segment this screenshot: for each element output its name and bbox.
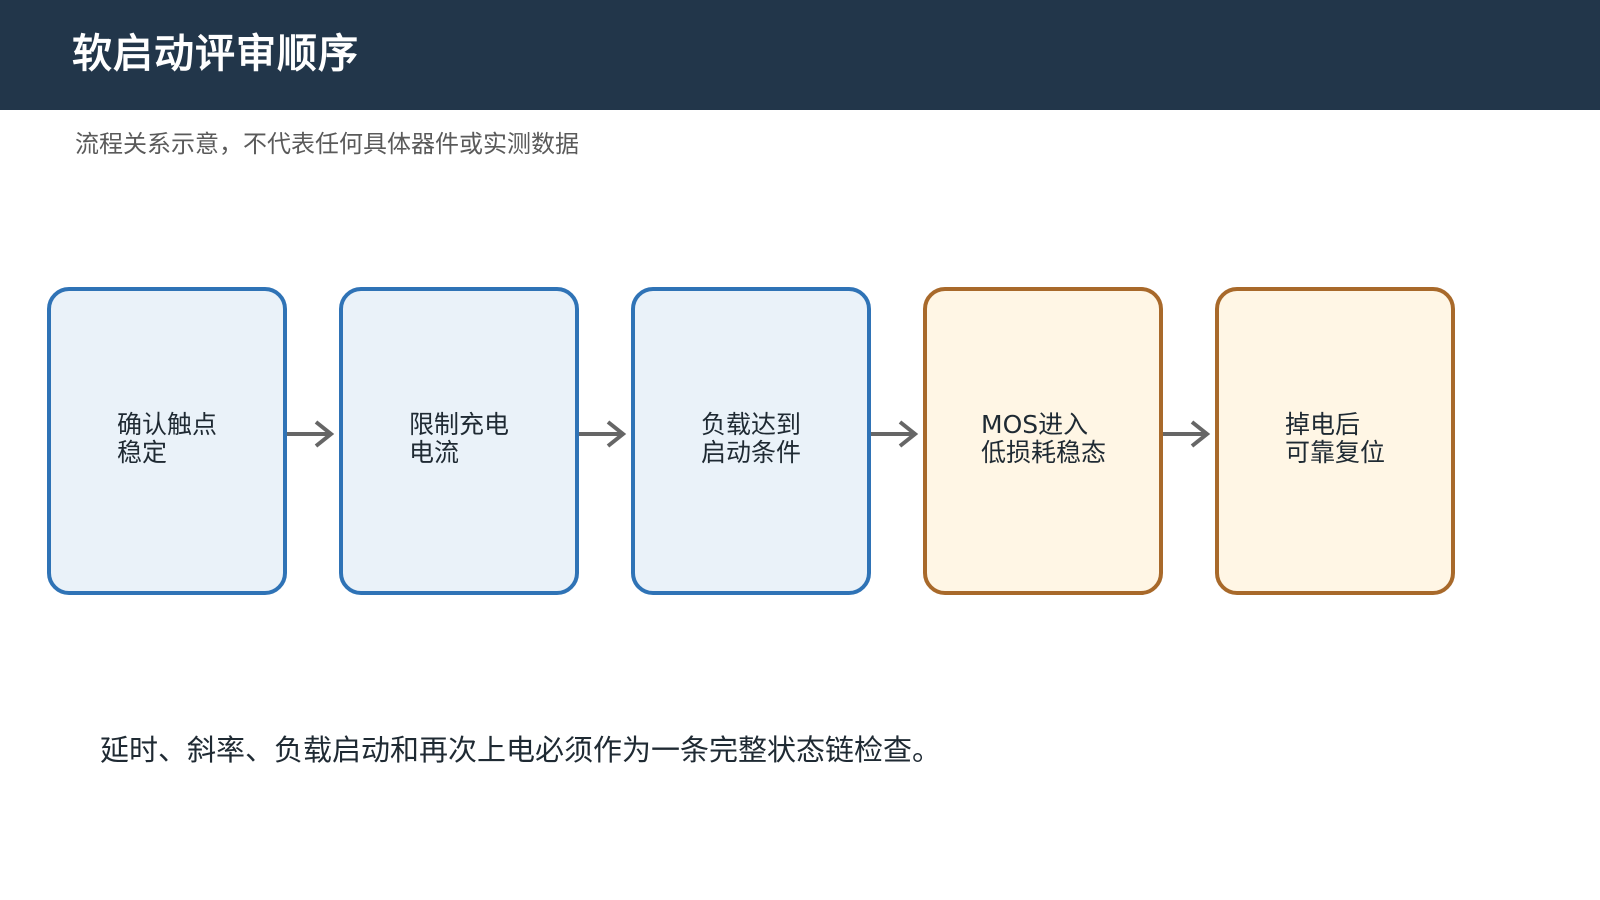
header-bar: 软启动评审顺序: [0, 0, 1600, 110]
flow-step-5-line1: 掉电后: [1285, 410, 1361, 439]
footer-note: 延时、斜率、负载启动和再次上电必须作为一条完整状态链检查。: [100, 733, 942, 767]
flow-step-2-line2: 电流: [409, 438, 460, 467]
flow-step-1-line1: 确认触点: [117, 410, 218, 439]
flow-step-4-line1: MOS进入: [981, 410, 1089, 439]
flow-step-3: 负载达到 启动条件: [631, 287, 871, 595]
flow-step-1-line2: 稳定: [117, 438, 168, 467]
flow-arrow-2: [579, 420, 627, 448]
flow-arrow-3: [871, 420, 919, 448]
flow-step-3-line2: 启动条件: [701, 438, 802, 467]
flow-step-1: 确认触点 稳定: [47, 287, 287, 595]
flow-step-2-label: 限制充电 电流: [409, 411, 509, 467]
flow-step-3-line1: 负载达到: [701, 410, 802, 439]
page-title: 软启动评审顺序: [72, 31, 359, 77]
flow-step-1-label: 确认触点 稳定: [117, 411, 217, 467]
flow-step-5-line2: 可靠复位: [1285, 438, 1386, 467]
flow-step-5: 掉电后 可靠复位: [1215, 287, 1455, 595]
flow-arrow-1: [287, 420, 335, 448]
flow-step-4-line2: 低损耗稳态: [981, 438, 1107, 467]
flow-step-4-label: MOS进入 低损耗稳态: [981, 411, 1106, 467]
flow-step-5-label: 掉电后 可靠复位: [1285, 411, 1385, 467]
flow-step-2: 限制充电 电流: [339, 287, 579, 595]
page-subtitle: 流程关系示意，不代表任何具体器件或实测数据: [75, 130, 579, 158]
flow-step-2-line1: 限制充电: [409, 410, 510, 439]
flow-arrow-4: [1163, 420, 1211, 448]
flow-step-4: MOS进入 低损耗稳态: [923, 287, 1163, 595]
flow-step-3-label: 负载达到 启动条件: [701, 411, 801, 467]
